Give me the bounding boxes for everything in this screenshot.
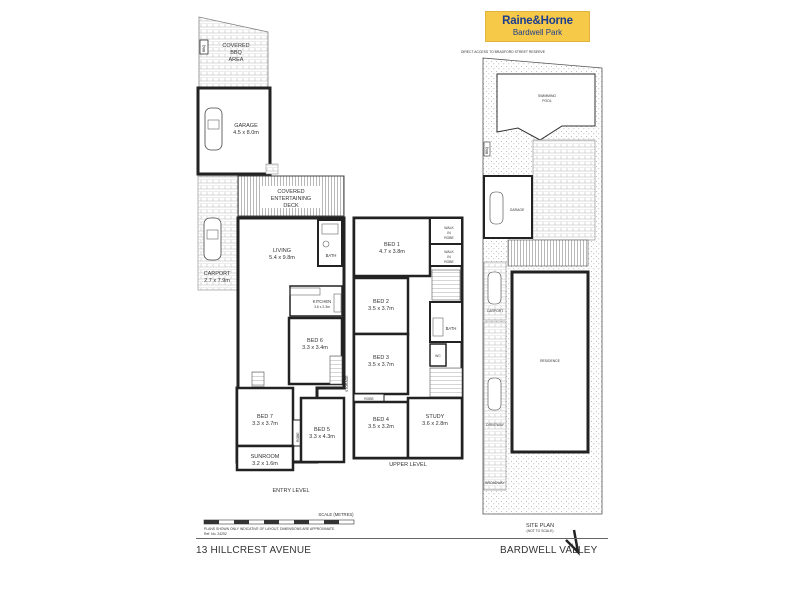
wc-room: [429, 343, 447, 367]
site-bbq-label: BBQ: [485, 146, 489, 154]
upper-bath: [429, 301, 463, 343]
footer-address: 13 HILLCREST AVENUE: [196, 545, 312, 556]
site-plan: DIRECT ACCESS TO BRADFORD STREET RESERVE…: [461, 50, 603, 556]
access-label: DIRECT ACCESS TO BRADFORD STREET RESERVE: [461, 50, 546, 54]
swimming-pool: [496, 73, 596, 141]
brand-office: Bardwell Park: [512, 28, 563, 37]
entry-bath: [317, 219, 343, 267]
frontage-label: BROADWAY: [485, 481, 505, 485]
kitchen-label: KITCHEN: [313, 299, 331, 304]
garage-dim: 4.5 x 8.0m: [233, 130, 259, 136]
bed2-label: BED 2: [373, 299, 389, 305]
disclaimer-line2: Ref. No. 24252: [204, 532, 227, 536]
storage-label: STORAGE: [345, 375, 349, 392]
entry-level-title: ENTRY LEVEL: [272, 488, 309, 494]
site-residence: [510, 270, 590, 454]
site-plan-note: (NOT TO SCALE): [527, 529, 554, 533]
residence-label: RESIDENCE: [540, 359, 561, 363]
upper-robe-label: ROBE: [364, 397, 374, 401]
footer-divider: [196, 538, 608, 539]
upper-level-title: UPPER LEVEL: [389, 462, 427, 468]
deck-label-3: DECK: [283, 203, 299, 209]
bbq-label: BBQ: [202, 44, 206, 52]
pool-label-1: SWIMMING: [538, 94, 556, 98]
study-dim: 3.6 x 2.8m: [422, 421, 448, 427]
site-carport-label: CARPORT: [487, 309, 504, 313]
bed7-label: BED 7: [257, 414, 273, 420]
covered-bbq-label-3: AREA: [229, 57, 244, 63]
site-garage-label: GARAGE: [510, 208, 525, 212]
site-paving: [532, 139, 596, 241]
sunroom-room: [235, 444, 295, 472]
site-plan-title: SITE PLAN: [526, 523, 554, 529]
bed5-room: [299, 396, 346, 464]
bbq-unit: [199, 39, 209, 55]
disclaimer-line1: PLANS SHOWN ONLY INDICATIVE OF LAYOUT. D…: [204, 527, 335, 531]
study-label: STUDY: [426, 414, 445, 420]
kitchen-dim: 3.6 x 2.3m: [314, 305, 330, 309]
upper-level-plan: BED 1 4.7 x 3.8m WALK IN ROBE WALK IN RO…: [352, 216, 464, 468]
driveway-label: DRIVEWAY: [486, 423, 504, 427]
walkin-a-1: WALK: [444, 226, 454, 230]
covered-bbq-label-2: BBQ: [230, 50, 242, 56]
walkin-a-3: ROBE: [444, 236, 454, 240]
covered-bbq-label-1: COVERED: [222, 43, 249, 49]
entry-level-plan: BBQ COVERED BBQ AREA GARAGE 4.5 x 8.0m C…: [196, 16, 349, 494]
north-letter: N: [569, 544, 573, 550]
bed2-dim: 3.5 x 3.7m: [368, 306, 394, 312]
bed1-label: BED 1: [384, 242, 400, 248]
bed6-label: BED 6: [307, 338, 323, 344]
walkin-b-2: IN: [447, 255, 451, 259]
bed6-dim: 3.3 x 3.4m: [302, 345, 328, 351]
upper-bath-label: BATH: [446, 326, 457, 331]
living-dim: 5.4 x 9.8m: [269, 255, 295, 261]
bed4-room: [352, 400, 410, 460]
scale-bar: SCALE (METRES) PLANS SHOWN ONLY INDICATI…: [203, 512, 355, 536]
bed7-room: [235, 386, 295, 448]
bed1-dim: 4.7 x 3.8m: [379, 249, 405, 255]
sunroom-dim: 3.2 x 1.6m: [252, 461, 278, 467]
garage-label: GARAGE: [234, 123, 258, 129]
walkin-a-2: IN: [447, 231, 451, 235]
entry-robe-label: ROBE: [296, 432, 300, 442]
brand-logo: Raine&Horne Bardwell Park: [485, 11, 590, 42]
bed2-room: [352, 276, 410, 336]
deck-label-1: COVERED: [277, 189, 304, 195]
bed4-label: BED 4: [373, 417, 389, 423]
brand-name: Raine&Horne: [502, 15, 573, 27]
bed3-dim: 3.5 x 3.7m: [368, 362, 394, 368]
scale-label: SCALE (METRES): [318, 512, 354, 517]
walkin-b-3: ROBE: [444, 260, 454, 264]
bed7-dim: 3.3 x 3.7m: [252, 421, 278, 427]
kitchen-room: [289, 285, 343, 317]
footer-suburb: BARDWELL VALLEY: [500, 545, 598, 556]
living-label: LIVING: [273, 248, 291, 254]
study-room: [406, 396, 464, 460]
walkin-b-1: WALK: [444, 250, 454, 254]
walkin-robe-a: [429, 217, 463, 245]
deck-label-2: ENTERTAINING: [271, 196, 311, 202]
wc-label: WC: [435, 354, 441, 358]
bed5-label: BED 5: [314, 427, 330, 433]
bed3-label: BED 3: [373, 355, 389, 361]
bed4-dim: 3.5 x 3.2m: [368, 424, 394, 430]
bed3-room: [352, 332, 410, 396]
sunroom-label: SUNROOM: [251, 454, 280, 460]
pool-label-2: POOL: [542, 99, 552, 103]
carport-label: CARPORT: [204, 271, 231, 277]
north-arrow-icon: N: [565, 529, 580, 556]
walkin-robe-b: [429, 243, 463, 267]
bed5-dim: 3.3 x 4.3m: [309, 434, 335, 440]
entry-bath-label: BATH: [326, 253, 337, 258]
carport-dim: 2.7 x 7.9m: [204, 278, 230, 284]
